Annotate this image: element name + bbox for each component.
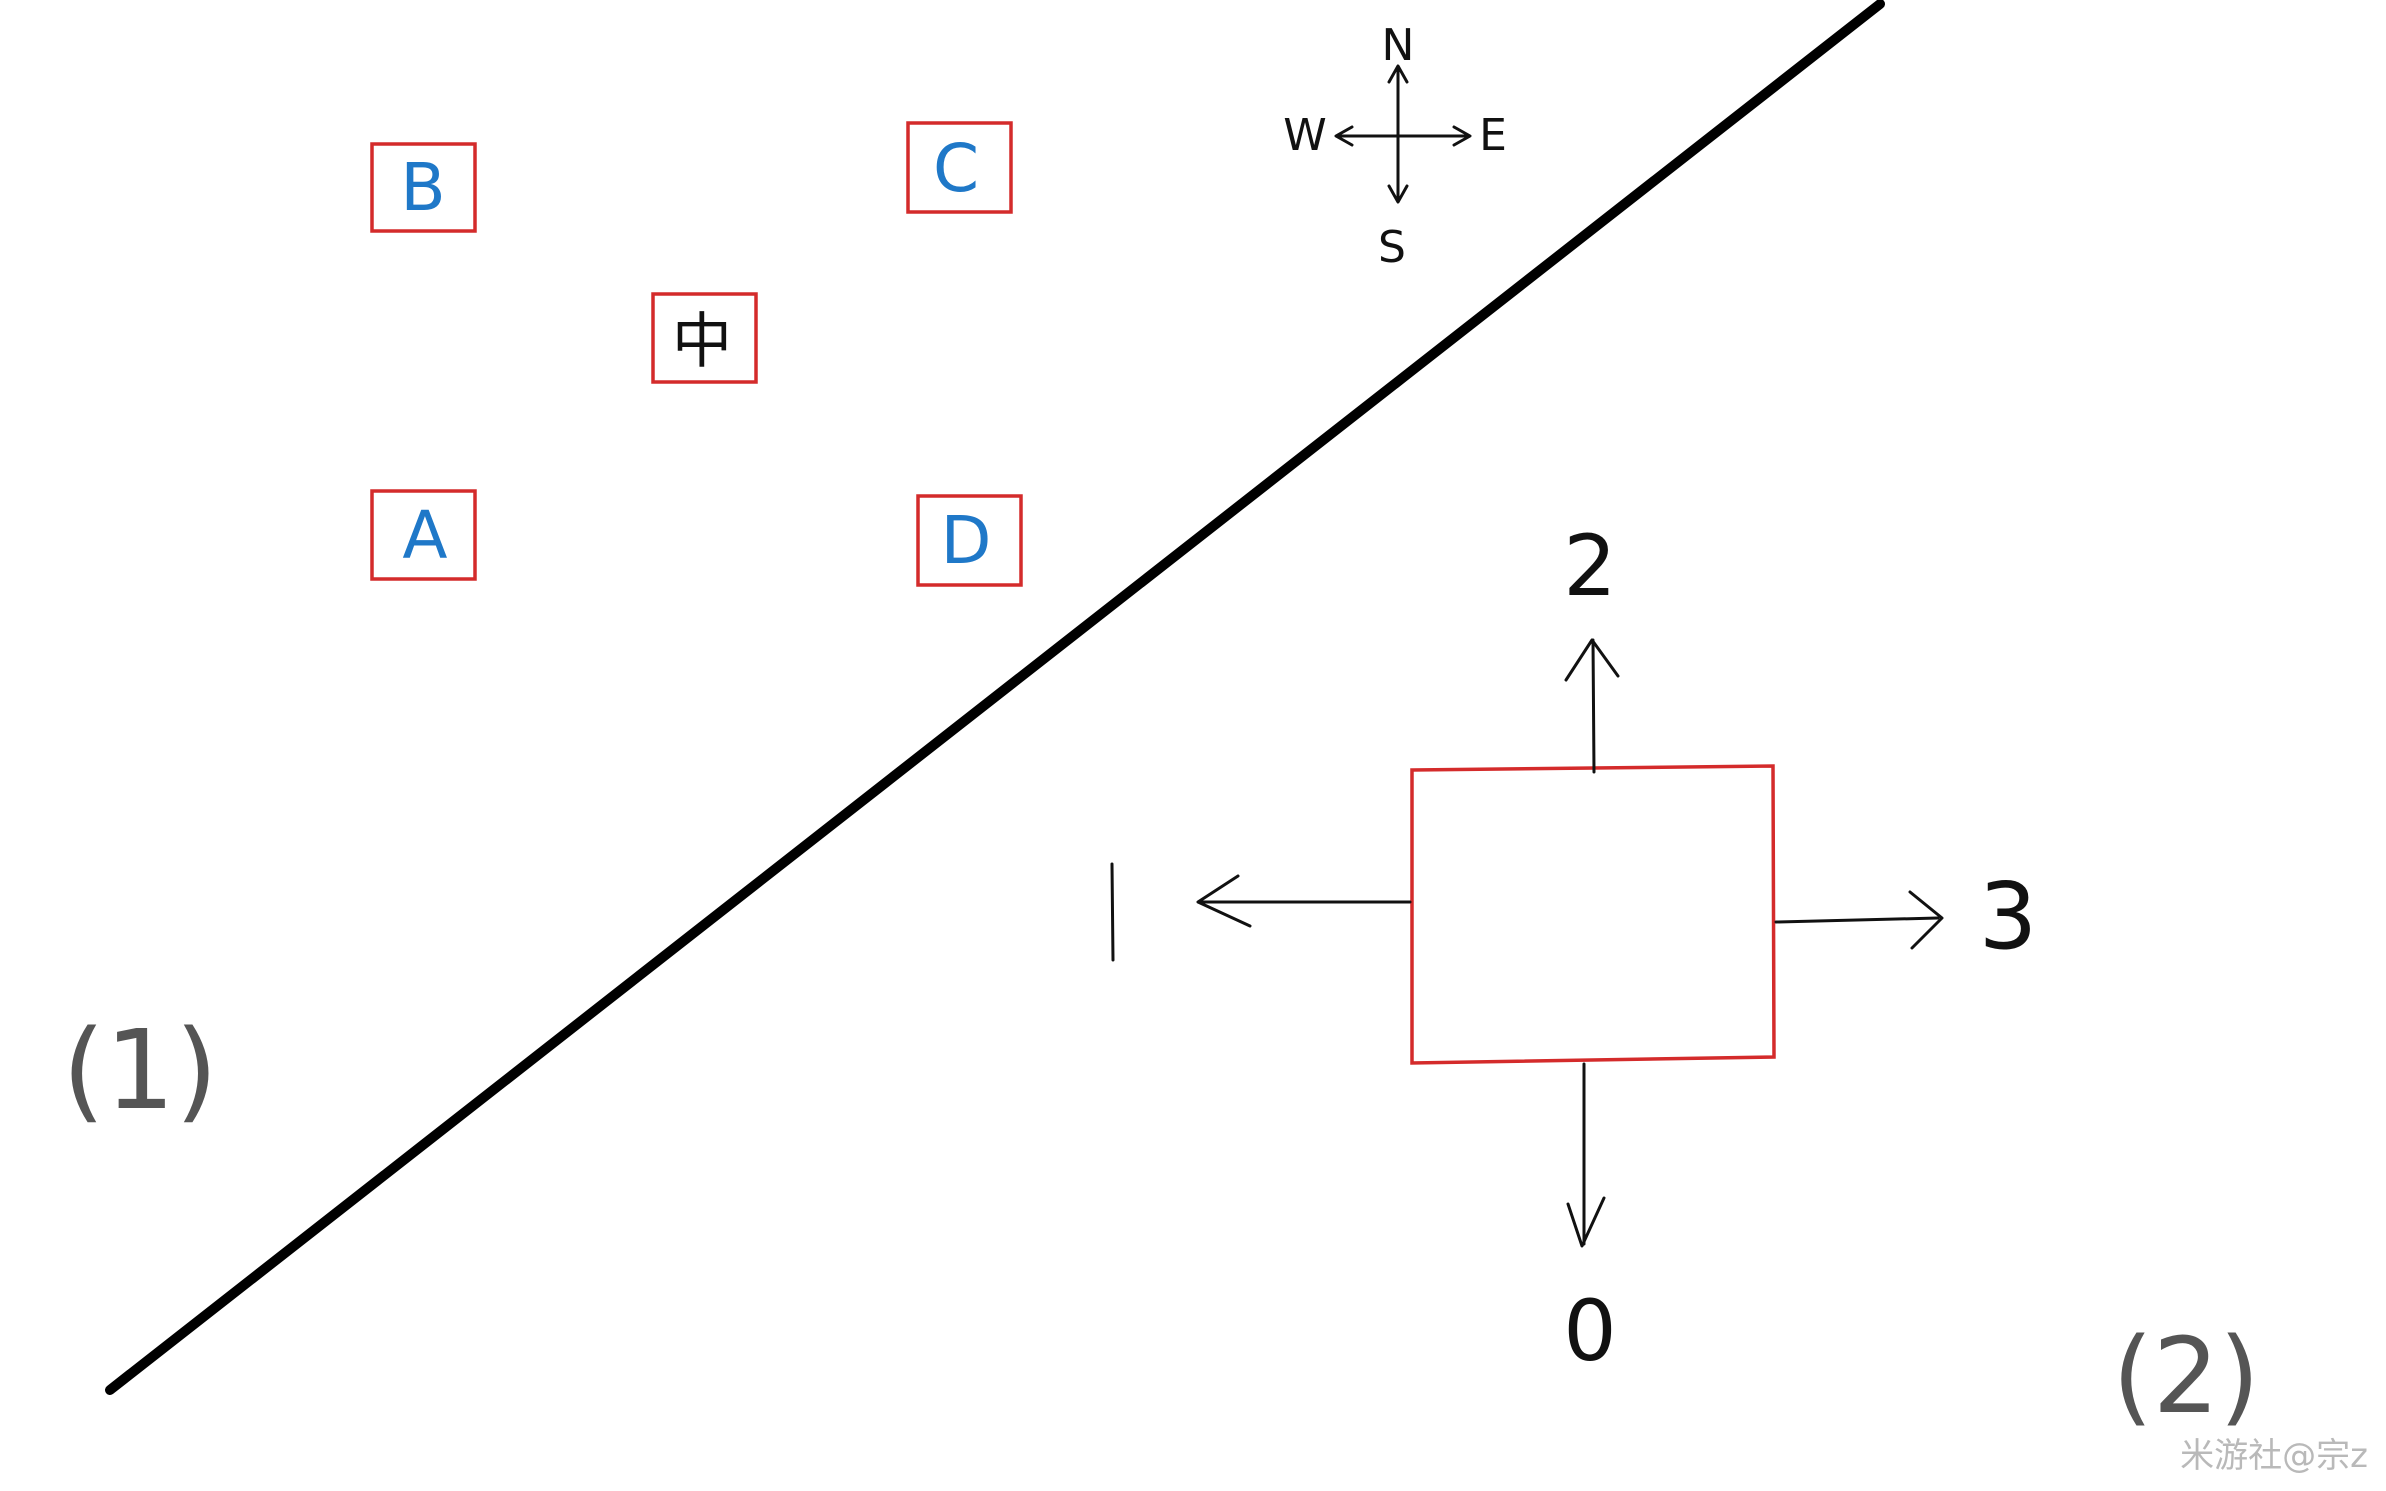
box-center-label: 中 xyxy=(672,307,732,377)
direction-0-label: 0 xyxy=(1563,1282,1616,1380)
box-b: B xyxy=(370,142,477,233)
panel-1-label: (1) xyxy=(62,1006,218,1134)
box-d: D xyxy=(916,494,1023,587)
panel-2-box xyxy=(1410,764,1776,1065)
box-c: C xyxy=(906,121,1013,214)
direction-3-label: 3 xyxy=(1979,863,2038,970)
box-d-label: D xyxy=(941,502,992,579)
watermark: 米游社@宗z xyxy=(2180,1436,2368,1476)
direction-1-stroke xyxy=(1110,862,1115,962)
compass-east: E xyxy=(1479,110,1507,161)
divider-line xyxy=(105,0,1885,1395)
compass: N S W E xyxy=(1283,20,1507,273)
box-a-label: A xyxy=(402,497,447,574)
compass-south: S xyxy=(1378,222,1406,273)
box-c-label: C xyxy=(933,130,979,207)
arrow-up: 2 xyxy=(1563,517,1620,774)
arrow-down: 0 xyxy=(1563,1062,1617,1380)
direction-1-label: 1 xyxy=(1086,877,1139,975)
compass-north: N xyxy=(1382,20,1415,71)
box-b-label: B xyxy=(400,149,445,226)
arrow-left: 1 xyxy=(1086,862,1412,975)
box-center: 中 xyxy=(651,292,758,384)
direction-2-label: 2 xyxy=(1563,517,1616,615)
arrow-right: 3 xyxy=(1774,863,2038,970)
panel-2-label: (2) xyxy=(2112,1315,2259,1437)
box-a: A xyxy=(370,489,477,581)
compass-west: W xyxy=(1283,110,1327,161)
